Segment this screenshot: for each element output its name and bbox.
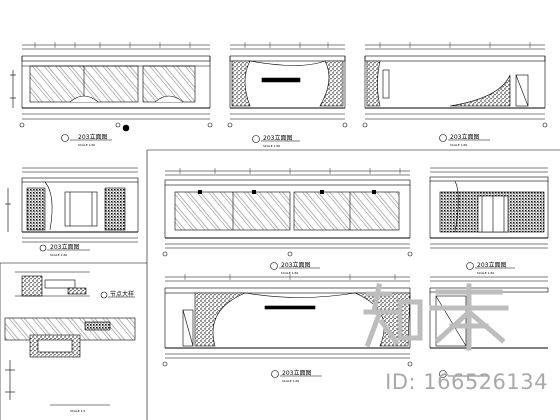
watermark-logo xyxy=(363,283,509,351)
section-frame xyxy=(0,149,560,420)
elevation-scale: SCALE 1:60 xyxy=(282,379,299,383)
elevation-mid-right xyxy=(429,167,549,270)
elevation-scale: SCALE 1:60 xyxy=(450,143,467,147)
elevation-label: 203立面图 xyxy=(281,261,310,269)
elevation-label: 203立面图 xyxy=(477,261,506,269)
elevation-mid-center xyxy=(162,168,413,270)
elevation-label: 203立面图 xyxy=(263,134,292,142)
watermark-id: ID: 166526134 xyxy=(385,370,548,394)
elevation-scale: SCALE 1:60 xyxy=(281,271,298,275)
elevation-mid-left xyxy=(5,167,139,252)
elevation-top-right xyxy=(362,42,548,142)
elevation-scale: SCALE 1:60 xyxy=(78,143,95,147)
elevation-label: 203立面图 xyxy=(282,369,311,377)
detail-scale: SCALE 1:5 xyxy=(70,409,85,413)
elevation-top-middle xyxy=(227,42,348,143)
elevation-scale: SCALE 1:60 xyxy=(50,253,67,257)
detail-section xyxy=(4,271,136,406)
elevation-label: 203立面图 xyxy=(450,133,479,141)
elevation-bottom-center xyxy=(162,274,413,378)
elevation-top-left xyxy=(10,42,213,142)
elevation-label: 203立面图 xyxy=(78,133,107,141)
elevation-scale: SCALE 1:60 xyxy=(263,144,280,148)
elevation-scale: SCALE 1:60 xyxy=(477,271,494,275)
elevation-label: 203立面图 xyxy=(50,243,79,251)
detail-label: 节点大样 xyxy=(110,290,134,298)
